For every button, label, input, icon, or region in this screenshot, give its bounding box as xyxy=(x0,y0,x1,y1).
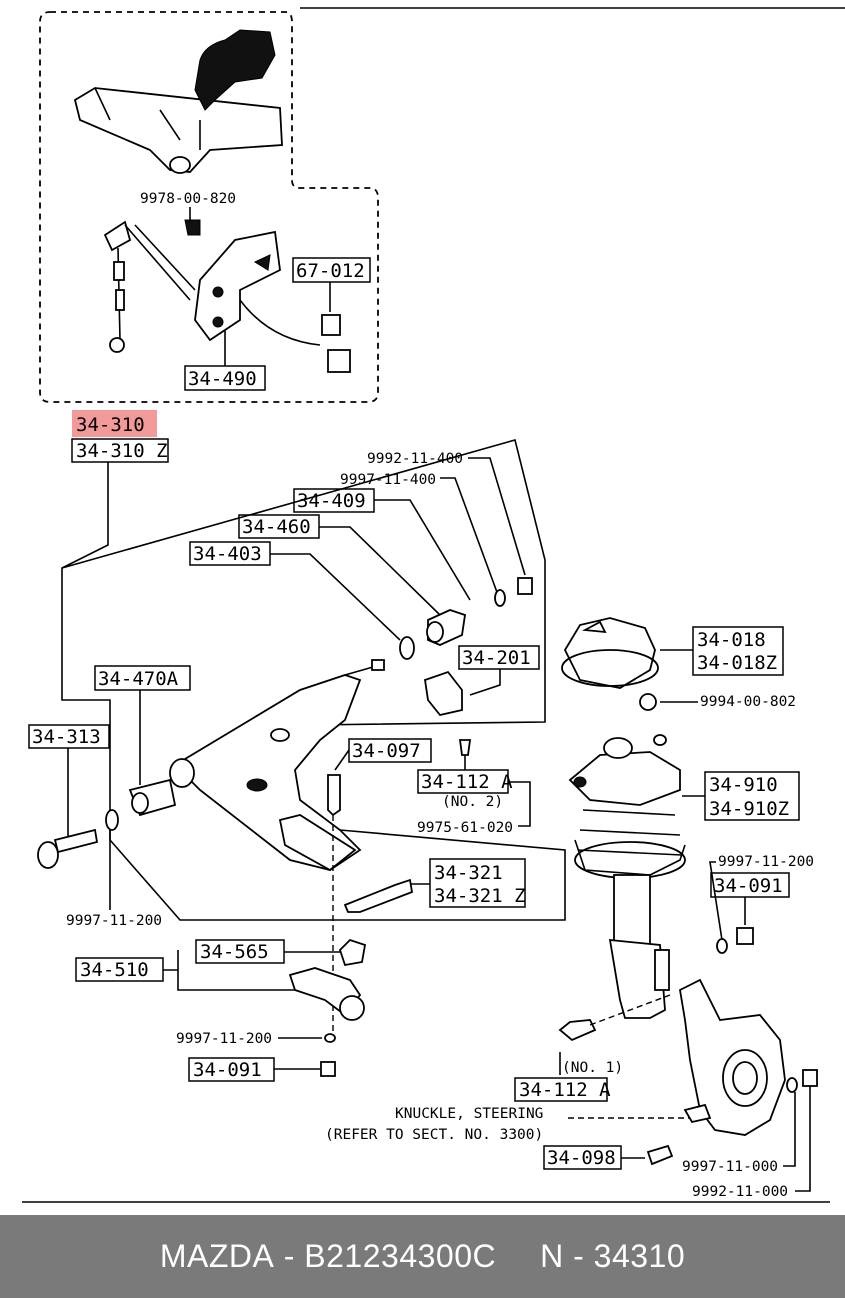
label-34-112a-bottom: 34-112 A xyxy=(519,1079,611,1101)
bracket-34-201 xyxy=(423,670,463,717)
label-9997-11-200-right: 9997-11-200 xyxy=(718,854,814,870)
label-34-310: 34-310 xyxy=(76,414,145,436)
label-no1: (NO. 1) xyxy=(562,1060,623,1076)
label-9997-11-400: 9997-11-400 xyxy=(340,472,436,488)
label-34-098: 34-098 xyxy=(547,1147,616,1169)
label-34-409: 34-409 xyxy=(297,490,366,512)
label-9975-61-020: 9975-61-020 xyxy=(417,820,513,836)
label-no2: (NO. 2) xyxy=(442,794,503,810)
label-9978-00-820: 9978-00-820 xyxy=(140,191,236,207)
label-34-091-bottom: 34-091 xyxy=(193,1059,262,1081)
footer-ref: N - 34310 xyxy=(540,1238,686,1274)
highlight-34-310 xyxy=(72,410,157,437)
bolt-34-313 xyxy=(37,809,119,869)
inset-height-sensor xyxy=(103,219,351,373)
label-34-310z: 34-310 Z xyxy=(76,440,168,462)
footer-part-number: B21234300C xyxy=(304,1238,497,1274)
label-9994-00-802: 9994-00-802 xyxy=(700,694,796,710)
label-34-565: 34-565 xyxy=(200,941,269,963)
steering-knuckle xyxy=(679,978,818,1136)
label-9997-11-200-left: 9997-11-200 xyxy=(66,913,162,929)
label-34-321z: 34-321 Z xyxy=(434,885,526,907)
label-34-910: 34-910 xyxy=(709,774,778,796)
footer-brand: MAZDA xyxy=(159,1238,275,1274)
label-34-097: 34-097 xyxy=(352,740,421,762)
strut-mount xyxy=(561,617,659,711)
label-34-321: 34-321 xyxy=(434,862,503,884)
label-knuckle-line2: (REFER TO SECT. NO. 3300) xyxy=(325,1127,543,1143)
label-34-112a-top: 34-112 A xyxy=(421,771,513,793)
bushing-parts xyxy=(399,577,533,660)
label-9997-11-200-mid: 9997-11-200 xyxy=(176,1031,272,1047)
label-67-012: 67-012 xyxy=(296,260,365,282)
label-34-510: 34-510 xyxy=(80,959,149,981)
label-knuckle-line1: KNUCKLE, STEERING xyxy=(395,1106,543,1122)
assembly-outline xyxy=(61,439,566,921)
bolt-34-112a xyxy=(558,1019,597,1042)
label-34-091-right: 34-091 xyxy=(714,875,783,897)
lower-control-arm xyxy=(128,659,385,872)
footer-dash: - xyxy=(283,1238,295,1274)
parts-diagram: 9978-00-820 67-012 34-490 34-310 34-310 … xyxy=(22,7,845,1203)
label-9992-11-000: 9992-11-000 xyxy=(692,1184,788,1200)
inset-crossmember xyxy=(73,29,283,174)
label-9992-11-400: 9992-11-400 xyxy=(367,451,463,467)
footer-bar: MAZDA - B21234300C N - 34310 xyxy=(0,1215,845,1298)
label-34-490: 34-490 xyxy=(188,368,257,390)
label-34-018z: 34-018Z xyxy=(697,652,777,674)
inset-box xyxy=(39,11,379,403)
label-34-018: 34-018 xyxy=(697,629,766,651)
label-34-910z: 34-910Z xyxy=(709,798,789,820)
label-34-201: 34-201 xyxy=(462,647,531,669)
strut-assembly xyxy=(568,734,686,1019)
plate-34-321 xyxy=(343,878,414,913)
ball-joint xyxy=(288,938,367,1021)
label-9997-11-000: 9997-11-000 xyxy=(682,1159,778,1175)
label-34-403: 34-403 xyxy=(193,543,262,565)
bolt-34-097 xyxy=(327,774,341,817)
label-34-313: 34-313 xyxy=(32,726,101,748)
label-34-460: 34-460 xyxy=(242,516,311,538)
label-34-470a: 34-470A xyxy=(98,668,179,690)
